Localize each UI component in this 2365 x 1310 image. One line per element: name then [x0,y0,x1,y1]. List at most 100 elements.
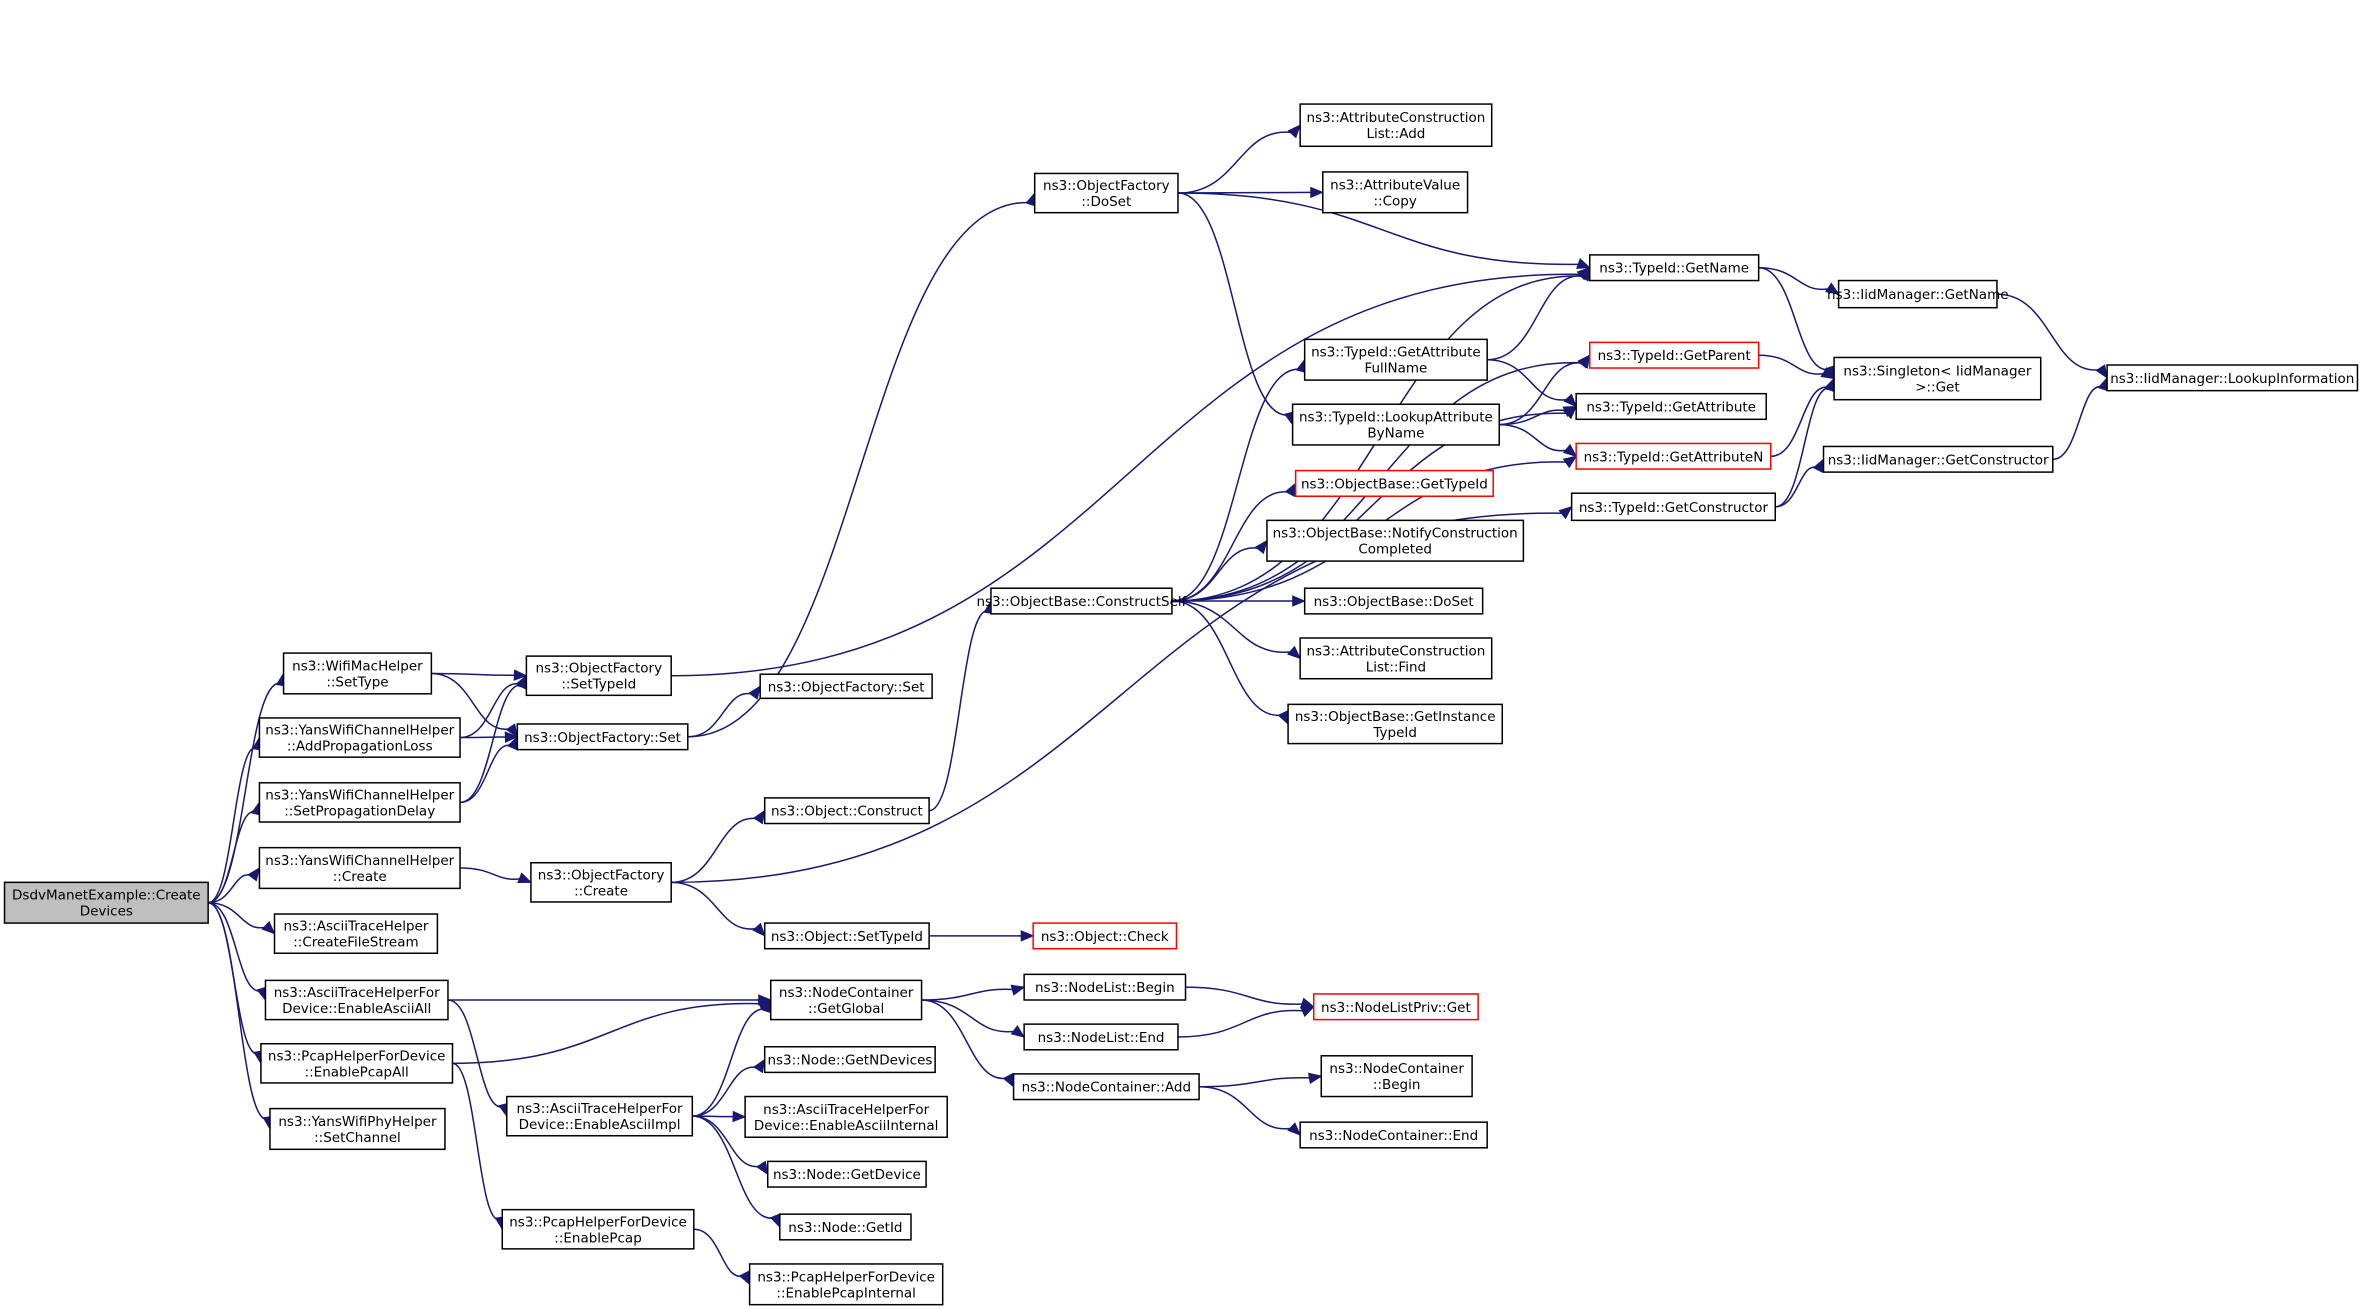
node-node-getdevice[interactable]: ns3::Node::GetDevice [766,1160,927,1188]
node-label: ::EnablePcap [554,1230,642,1246]
arrowhead-icon [1563,393,1578,408]
node-ob-doset[interactable]: ns3::ObjectBase::DoSet [1303,587,1484,615]
node-ywch-create[interactable]: ns3::YansWifiChannelHelper::Create [258,846,461,890]
edge-ywch_create-to-of_create [460,867,533,883]
node-obj-settypeid[interactable]: ns3::Object::SetTypeId [763,922,930,950]
edge-line [1177,1009,1305,1038]
node-iid-getctor[interactable]: ns3::IidManager::GetConstructor [1822,445,2054,473]
node-of-set2[interactable]: ns3::ObjectFactory::Set [759,673,933,700]
node-label: ::SetChannel [314,1130,401,1146]
node-label: ns3::ObjectFactory::Set [524,730,681,746]
arrowhead-icon [1020,930,1035,942]
node-label: ns3::TypeId::GetAttribute [1311,345,1481,361]
node-label: ns3::ObjectFactory::Set [768,679,925,695]
node-tid-getname[interactable]: ns3::TypeId::GetName [1588,254,1760,282]
node-nl-begin[interactable]: ns3::NodeList::Begin [1023,973,1187,1001]
node-tid-getattrn[interactable]: ns3::TypeId::GetAttributeN [1575,442,1772,470]
edge-line [1499,423,1569,452]
arrowhead-icon [517,872,533,883]
edge-ywch_setdelay-to-of_set [459,735,518,804]
node-singleton-get[interactable]: ns3::Singleton< IidManager>::Get [1833,356,2042,401]
node-box [1303,338,1488,381]
arrowhead-icon [1576,258,1591,269]
node-av-copy[interactable]: ns3::AttributeValue::Copy [1322,171,1469,214]
node-label: ns3::TypeId::LookupAttribute [1299,410,1493,426]
node-box [1575,442,1772,470]
edge-line [460,736,508,739]
node-ywch-setdelay[interactable]: ns3::YansWifiChannelHelper::SetPropagati… [258,782,461,823]
edge-line [693,1228,746,1278]
node-phfd-all[interactable]: ns3::PcapHelperForDevice::EnablePcapAll [260,1042,454,1084]
node-of-set[interactable]: ns3::ObjectFactory::Set [516,723,689,751]
node-athfd-impl[interactable]: ns3::AsciiTraceHelperForDevice::EnableAs… [506,1095,694,1137]
edge-line [1199,1076,1312,1088]
node-label: ns3::ObjectFactory [536,661,663,677]
arrowhead-icon [2095,364,2108,379]
arrowhead-icon [1284,482,1297,498]
node-box [282,652,433,695]
node-label: ns3::ObjectBase::GetInstance [1295,709,1496,725]
node-of-settypeid[interactable]: ns3::ObjectFactory::SetTypeId [525,655,672,697]
node-athfd-all[interactable]: ns3::AsciiTraceHelperForDevice::EnableAs… [264,979,449,1021]
node-ywch-addloss[interactable]: ns3::YansWifiChannelHelper::AddPropagati… [258,717,461,758]
node-ob-gettypeid[interactable]: ns3::ObjectBase::GetTypeId [1294,469,1494,497]
node-tid-getattr[interactable]: ns3::TypeId::GetAttribute [1575,392,1767,421]
node-box [1287,703,1504,745]
node-ob-notify[interactable]: ns3::ObjectBase::NotifyConstructionCompl… [1266,519,1525,562]
edge-wmh_settype-to-of_set [431,672,519,738]
node-ob-constructself[interactable]: ns3::ObjectBase::ConstructSelf [976,587,1188,615]
node-phfd-internal[interactable]: ns3::PcapHelperForDevice::EnablePcapInte… [748,1263,944,1306]
node-box [763,922,930,950]
node-label: TypeId [1372,725,1417,741]
edge-athfd_all-to-athfd_impl [447,999,510,1118]
node-node-getndev[interactable]: ns3::Node::GetNDevices [763,1046,936,1074]
node-node-getid[interactable]: ns3::Node::GetId [779,1213,912,1241]
node-nl-end[interactable]: ns3::NodeList::End [1023,1023,1179,1051]
node-ywph-setch[interactable]: ns3::YansWifiPhyHelper::SetChannel [269,1107,446,1151]
node-label: ns3::Singleton< IidManager [1843,364,2031,380]
node-box [1588,341,1760,369]
node-label: ns3::AttributeValue [1330,177,1460,193]
node-box [1822,445,2054,473]
edge-line [207,810,258,904]
edge-line [1171,600,1293,653]
edge-line [692,1008,768,1117]
edge-tid_getattrn-to-singleton_get [1770,377,1835,458]
arrowhead-icon [769,1213,781,1229]
edge-line [1171,547,1261,602]
node-label: ns3::AsciiTraceHelper [283,919,428,935]
node-nlp-get[interactable]: ns3::NodeListPriv::Get [1312,993,1479,1021]
node-label: ns3::Object::SetTypeId [771,929,923,945]
node-obj-check[interactable]: ns3::Object::Check [1032,922,1178,950]
edge-tid_getname-to-iid_getname [1758,266,1840,295]
node-tid-getctor[interactable]: ns3::TypeId::GetConstructor [1570,492,1777,522]
node-of-doset[interactable]: ns3::ObjectFactory::DoSet [1033,172,1179,214]
node-iid-getname[interactable]: ns3::IidManager::GetName [1827,279,2009,309]
node-box [1570,492,1777,522]
node-nc-begin[interactable]: ns3::NodeContainer::Begin [1320,1055,1473,1098]
node-label: ns3::AsciiTraceHelperFor [517,1101,683,1117]
edge-line [1499,362,1585,426]
node-obj-construct[interactable]: ns3::Object::Construct [763,797,930,825]
node-nc-add[interactable]: ns3::NodeContainer::Add [1012,1073,1200,1101]
node-wmh-settype[interactable]: ns3::WifiMacHelper::SetType [282,652,433,695]
node-label: ::Create [574,883,628,899]
node-athfd-internal[interactable]: ns3::AsciiTraceHelperForDevice::EnableAs… [744,1095,948,1139]
node-label: ::Copy [1373,193,1416,209]
edge-line [687,692,755,738]
arrowhead-icon [1562,405,1578,418]
node-label: ns3::ObjectBase::DoSet [1314,594,1474,610]
node-of-create[interactable]: ns3::ObjectFactory::Create [530,861,672,903]
node-phfd-pcap[interactable]: ns3::PcapHelperForDevice::EnablePcap [501,1208,695,1250]
node-iid-lookup[interactable]: ns3::IidManager::LookupInformation [2106,364,2359,392]
node-nc-end[interactable]: ns3::NodeContainer::End [1299,1121,1488,1149]
node-ath-cfs[interactable]: ns3::AsciiTraceHelper::CreateFileStream [273,913,439,954]
node-nc-getglobal[interactable]: ns3::NodeContainer::GetGlobal [769,979,923,1021]
node-tid-getparent[interactable]: ns3::TypeId::GetParent [1588,341,1760,369]
